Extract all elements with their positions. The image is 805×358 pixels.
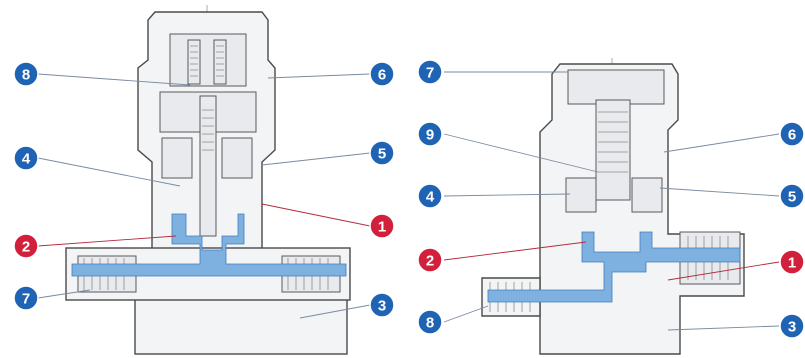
callout-badge: 5 (779, 183, 805, 209)
left-callouts: 8 4 2 7 6 5 1 3 (13, 61, 395, 318)
callout-number: 2 (22, 239, 30, 256)
callout-badge: 4 (417, 183, 443, 209)
callout-badge: 9 (417, 121, 443, 147)
callout-badge: 2 (13, 233, 39, 259)
callout-badge: 7 (13, 285, 39, 311)
left-seat-right (221, 137, 253, 179)
callout-number: 2 (426, 253, 434, 270)
callout-badge: 3 (779, 313, 805, 339)
left-valve (65, 5, 351, 356)
right-stem (595, 99, 631, 201)
callout-badge: 1 (369, 213, 395, 239)
callout-number: 3 (378, 298, 386, 315)
right-callouts: 7 9 4 2 8 6 5 1 3 (417, 59, 805, 339)
callout-badge: 3 (369, 292, 395, 318)
right-valve (481, 58, 745, 356)
callout-badge: 5 (369, 140, 395, 166)
callout-number: 5 (788, 189, 796, 206)
leader-lines (37, 71, 780, 331)
left-spring-b (213, 39, 227, 85)
callout-badge: 2 (417, 247, 443, 273)
callout-number: 1 (378, 219, 386, 236)
left-stem (199, 95, 217, 237)
callout-number: 3 (788, 319, 796, 336)
callout-number: 6 (378, 67, 386, 84)
left-spring-a (187, 39, 201, 85)
left-flow-path (71, 213, 347, 277)
callout-number: 4 (426, 189, 435, 206)
callout-badge: 4 (13, 145, 39, 171)
callout-number: 9 (426, 127, 434, 144)
callout-badge: 6 (779, 121, 805, 147)
callout-badge: 7 (417, 59, 443, 85)
callout-badge: 6 (369, 61, 395, 87)
right-nut-right (631, 177, 663, 213)
callout-number: 8 (426, 315, 434, 332)
callout-number: 4 (22, 151, 31, 168)
callout-number: 5 (378, 146, 386, 163)
callout-badge: 8 (417, 309, 443, 335)
callout-number: 7 (426, 65, 434, 82)
callout-badge: 1 (779, 249, 805, 275)
callout-number: 6 (788, 127, 796, 144)
right-cap (567, 69, 665, 105)
left-spring-chamber (169, 33, 247, 87)
callout-badge: 8 (13, 61, 39, 87)
right-nut-left (565, 177, 597, 213)
callout-number: 7 (22, 291, 30, 308)
left-seat-left (161, 137, 193, 179)
callout-number: 8 (22, 67, 30, 84)
right-flow-path (487, 231, 741, 303)
callout-number: 1 (788, 255, 796, 272)
